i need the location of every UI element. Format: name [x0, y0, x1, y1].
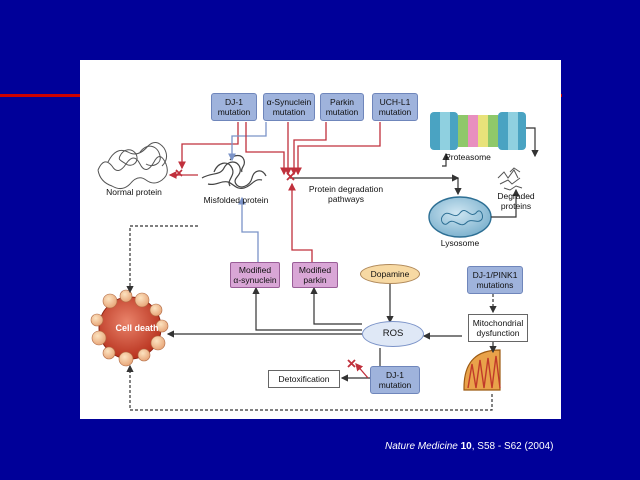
- flow-arrows: [126, 122, 539, 411]
- citation-volume: 10: [460, 441, 472, 452]
- cell-death-label: Cell death: [115, 323, 159, 333]
- degraded-proteins-structure: [497, 167, 523, 191]
- ros-oval: ROS: [362, 321, 424, 347]
- pathway-diagram: [90, 112, 539, 411]
- citation-journal: Nature Medicine: [385, 441, 458, 452]
- normal-protein-structure: [97, 142, 168, 190]
- cell-death-structure: [90, 289, 169, 367]
- lysosome-label: Lysosome: [440, 238, 480, 248]
- normal-protein-label: Normal protein: [106, 187, 162, 197]
- figure-panel: DJ-1 mutation α-Synuclein mutation Parki…: [80, 60, 561, 419]
- misfolded-protein-structure: [201, 154, 267, 189]
- modified-alpha-synuclein-box: Modified α-synuclein: [230, 262, 280, 288]
- dj1-pink1-mutations-box: DJ-1/PINK1 mutations: [467, 266, 523, 294]
- uchl1-mutation-box: UCH-L1 mutation: [372, 93, 418, 121]
- dj1-mutation-lower-box: DJ-1 mutation: [370, 366, 420, 394]
- dj1-mutation-box: DJ-1 mutation: [211, 93, 257, 121]
- proteasome-structure: [430, 112, 526, 150]
- modified-parkin-box: Modified parkin: [292, 262, 338, 288]
- lysosome-structure: [428, 196, 492, 238]
- mitochondrial-dysfunction-box: Mitochondrial dysfunction: [468, 314, 528, 342]
- alpha-synuclein-mutation-box: α-Synuclein mutation: [263, 93, 315, 121]
- dopamine-oval: Dopamine: [360, 264, 420, 284]
- parkin-mutation-box: Parkin mutation: [320, 93, 364, 121]
- citation-pages: , S58 - S62 (2004): [471, 441, 554, 452]
- mitochondrion-structure: [463, 349, 501, 391]
- misfolded-protein-label: Misfolded protein: [203, 195, 269, 205]
- detoxification-box: Detoxification: [268, 370, 340, 388]
- citation: Nature Medicine 10, S58 - S62 (2004): [385, 441, 553, 452]
- degraded-proteins-label: Degraded proteins: [497, 191, 535, 211]
- degradation-pathways-label: Protein degradation pathways: [308, 184, 384, 204]
- proteasome-label: Proteasome: [445, 152, 491, 162]
